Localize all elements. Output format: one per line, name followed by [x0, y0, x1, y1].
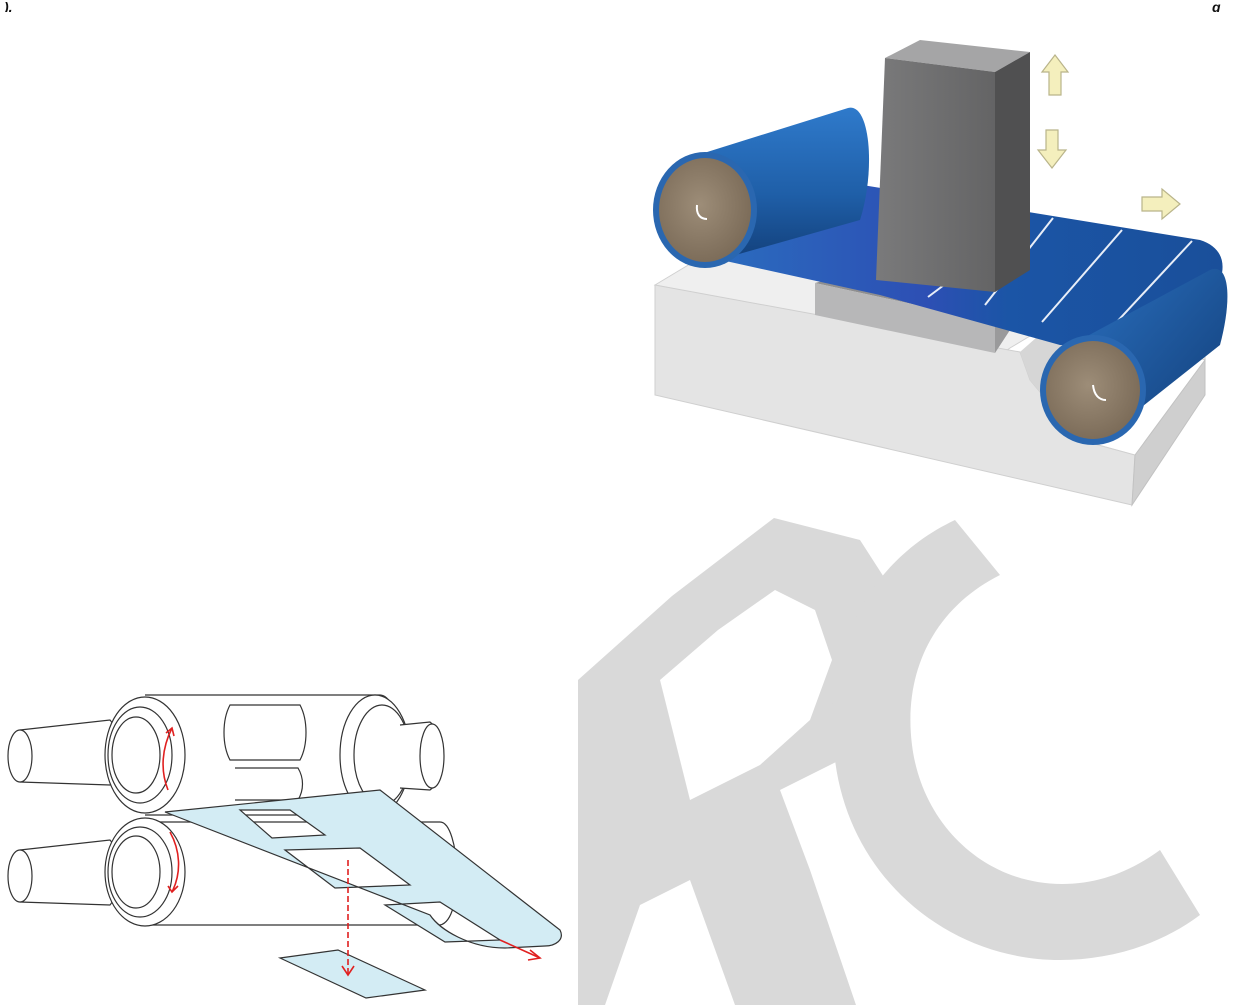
base-right-face: [1131, 358, 1206, 507]
upper-rotation-arrow-icon: [162, 727, 173, 791]
take-up-roll-center-mark: [1092, 384, 1107, 401]
upper-shaft-end: [7, 729, 33, 783]
supply-roll-center-mark: [695, 204, 708, 220]
sheet-strip: [164, 789, 562, 949]
arrow-down-icon: [1036, 129, 1068, 169]
die-plate-front: [815, 283, 995, 353]
punch-tool: [876, 40, 1030, 292]
upper-roller: [7, 694, 445, 816]
lower-roller: [7, 817, 458, 927]
upper-rotation-arrowhead: [165, 726, 175, 737]
punch-top-face: [885, 40, 1030, 72]
watermark-pc-logo: [578, 518, 1200, 1005]
upper-flange-inner: [111, 716, 161, 794]
cropped-text-top-left: ),: [4, 0, 13, 12]
cut-line: [1041, 229, 1123, 323]
roll-punching-illustration: [653, 40, 1228, 507]
rotation-arrows: [162, 726, 542, 977]
take-up-roll: [1040, 268, 1228, 445]
lower-rotation-arrowhead: [167, 885, 179, 894]
upper-cutter-blade: [235, 767, 304, 801]
punch-front-face: [876, 58, 995, 292]
lower-flange-inner: [111, 835, 161, 909]
right-shaft-end: [419, 723, 445, 789]
watermark-letter-c: [832, 520, 1200, 960]
motion-arrows: [1036, 54, 1181, 221]
lower-rotation-arrow-icon: [169, 831, 180, 893]
watermark-letter-p: [578, 518, 905, 1005]
rotary-die-illustration: [7, 694, 562, 999]
feed-out-arrow-icon: [499, 939, 541, 959]
punched-sheet: [164, 789, 562, 999]
feed-out-arrowhead: [527, 949, 542, 961]
arrow-up-icon: [1040, 54, 1070, 96]
cropped-text-top-right: g: [1212, 0, 1221, 12]
supply-roll: [653, 107, 870, 268]
punch-side-face: [995, 52, 1030, 292]
lower-shaft-end: [7, 849, 33, 903]
drop-arrowhead: [341, 965, 355, 977]
upper-cutter-window: [223, 704, 307, 761]
arrow-right-icon: [1141, 187, 1181, 221]
cut-blank: [277, 949, 428, 999]
supply-roll-core: [659, 158, 751, 262]
